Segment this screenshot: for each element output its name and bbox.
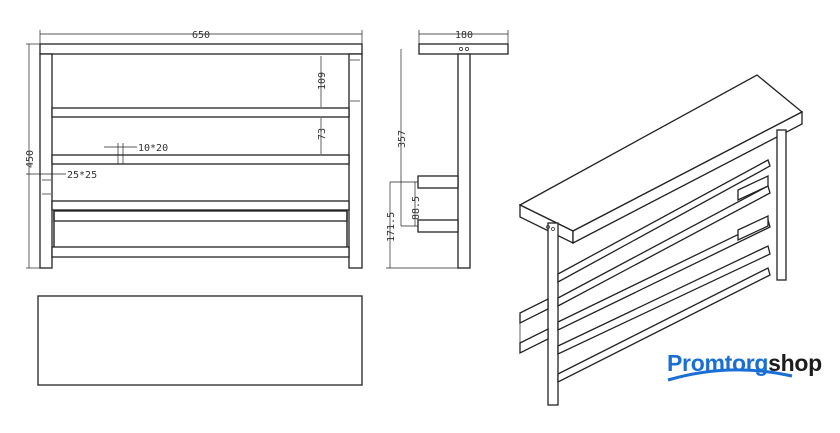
logo-part1: Promtorg: [667, 350, 769, 376]
dim-leg-profile: 25*25: [67, 170, 97, 181]
dim-width: 650: [192, 30, 210, 41]
dim-top-gap: 109: [317, 72, 328, 90]
dim-rail-profile: 10*20: [138, 143, 168, 154]
dim-hook-bottom: 171.5: [386, 212, 397, 242]
isometric-view: [518, 74, 804, 406]
dim-height: 450: [25, 150, 36, 168]
logo-part2: shop: [768, 350, 822, 376]
brand-logo: Promtorgshop: [667, 350, 822, 377]
dim-rail-gap: 73: [317, 128, 328, 140]
front-view: 650 450 109 73 10*20 25*25: [25, 30, 363, 269]
dim-depth: 180: [455, 30, 473, 41]
dim-hook-spacing: 88.5: [411, 196, 422, 220]
logo-swoosh: [667, 368, 793, 382]
side-view: 180 357 171.5 88.5: [386, 30, 509, 269]
dim-hook-height: 357: [397, 130, 408, 148]
top-view: [37, 295, 363, 386]
